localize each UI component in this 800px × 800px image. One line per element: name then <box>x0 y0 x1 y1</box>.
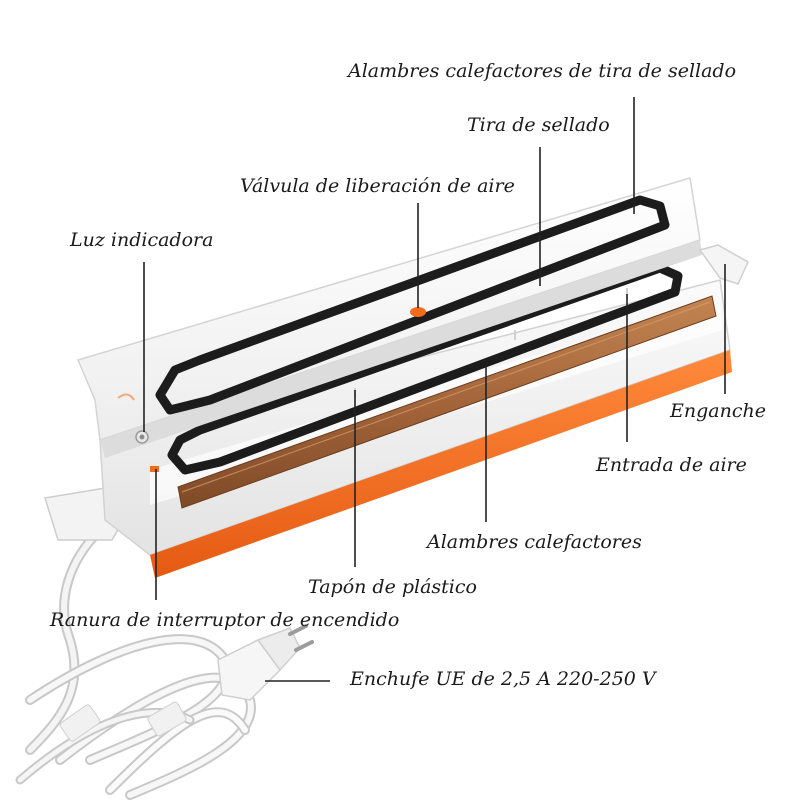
indicator-light-area <box>117 393 159 472</box>
cable-ties <box>59 701 187 742</box>
label-plastic-plug: Tapón de plástico <box>308 576 477 598</box>
sealer-lid <box>76 177 702 458</box>
label-eu-plug: Enchufe UE de 2,5 A 220-250 V <box>350 668 656 690</box>
hook-latch <box>698 244 749 285</box>
leader-lines <box>143 97 726 682</box>
label-power-switch-slot: Ranura de interruptor de encendido <box>50 609 400 631</box>
label-air-inlet: Entrada de aire <box>596 454 747 476</box>
label-hook: Enganche <box>670 400 766 422</box>
label-indicator-light: Luz indicadora <box>70 229 214 251</box>
label-sealing-strip: Tira de sellado <box>467 114 610 136</box>
heating-bar <box>177 295 717 509</box>
upper-gasket <box>155 195 670 415</box>
label-air-release-valve: Válvula de liberación de aire <box>240 175 515 197</box>
air-release-valve-dot <box>410 307 426 317</box>
label-heating-wires: Alambres calefactores <box>427 531 642 553</box>
label-heating-wires-sealing-strip: Alambres calefactores de tira de sellado <box>348 60 737 82</box>
eu-plug <box>217 624 314 701</box>
lower-gasket <box>167 263 683 475</box>
power-cord <box>15 525 256 800</box>
